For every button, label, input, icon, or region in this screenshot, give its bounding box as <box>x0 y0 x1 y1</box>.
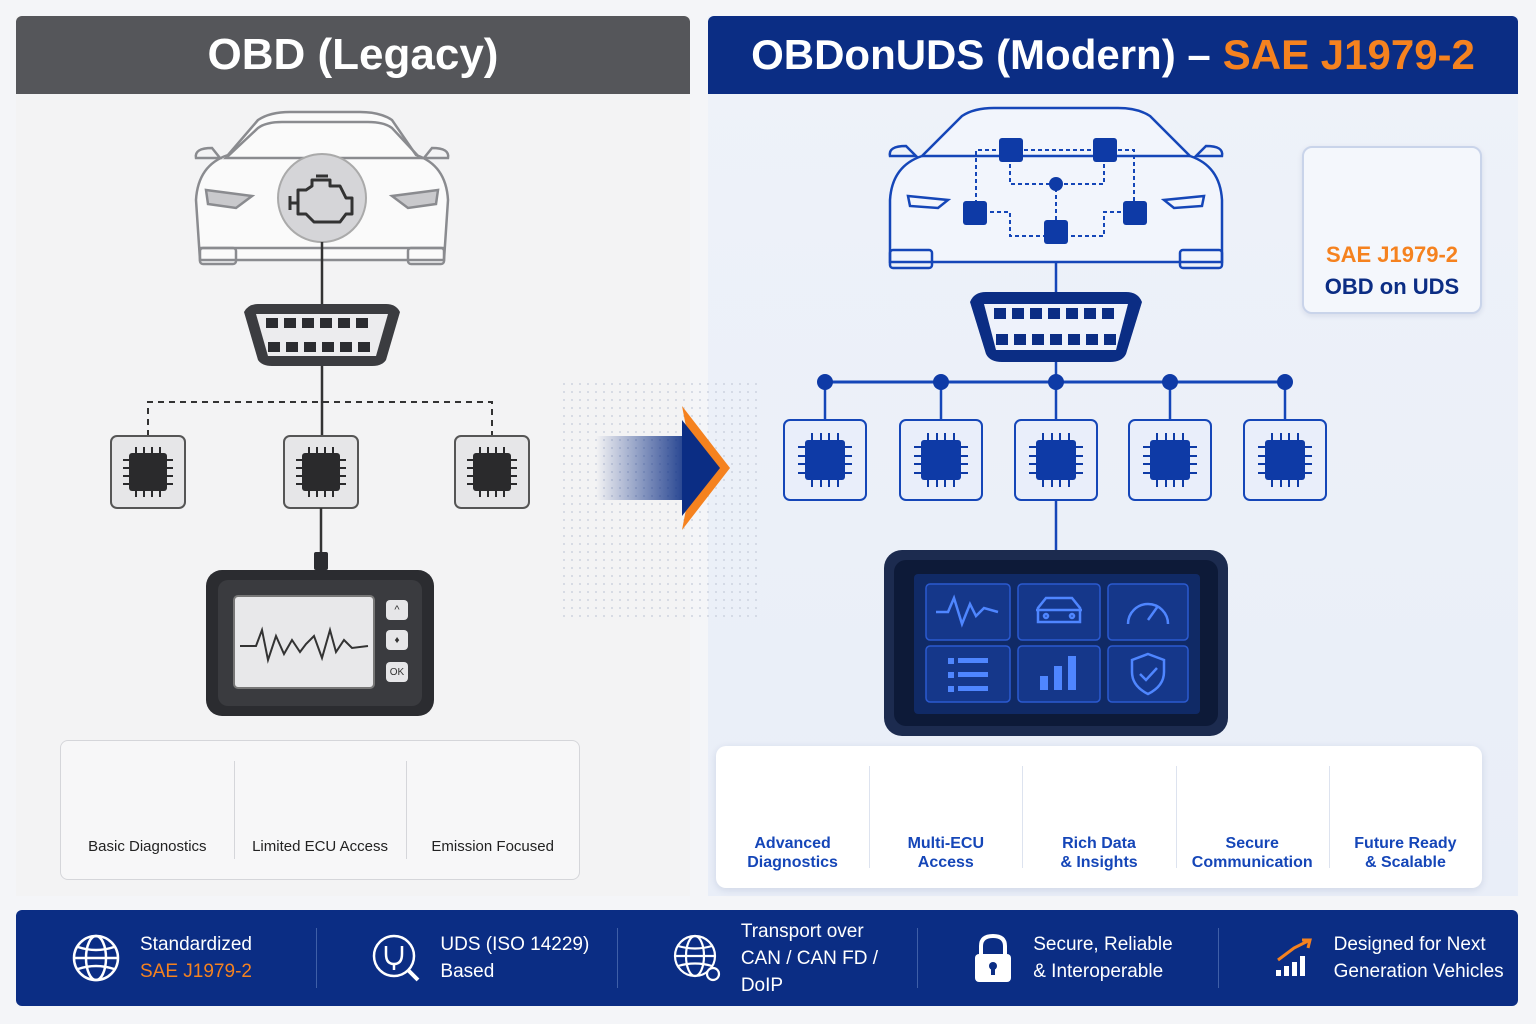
feature-advanced-diagnostics: Advanced Diagnostics <box>716 746 869 888</box>
footer-bar: Standardized SAE J1979-2 UDS (ISO 14229)… <box>16 910 1518 1006</box>
list-icon <box>948 658 988 692</box>
modern-features: Advanced Diagnostics Multi-ECU Access Ri… <box>716 746 1482 888</box>
feature-emission-focused: Emission Focused <box>406 741 579 879</box>
globe-icon <box>72 934 120 982</box>
footer-line-2: SAE J1979-2 <box>140 961 252 982</box>
footer-item-next-gen: Designed for Next Generation Vehicles <box>1217 910 1518 1006</box>
badge-line-2: OBD on UDS <box>1324 274 1460 299</box>
legacy-features: Basic Diagnostics Limited ECU Access Emi… <box>60 740 580 880</box>
feature-line-2: & Insights <box>1060 854 1138 871</box>
bar-chart-icon <box>1040 656 1076 690</box>
feature-label: Emission Focused <box>431 838 554 855</box>
footer-line-2: & Interoperable <box>1033 961 1164 982</box>
modern-ecu-chip-3 <box>1014 419 1098 501</box>
feature-multi-ecu-access: Multi-ECU Access <box>869 746 1022 888</box>
feature-line-2: Communication <box>1191 854 1313 871</box>
feature-limited-ecu-access: Limited ECU Access <box>233 741 407 879</box>
footer-item-secure: Secure, Reliable & Interoperable <box>917 910 1217 1006</box>
feature-line-1: Multi-ECU <box>907 835 985 852</box>
footer-item-transport: Transport over CAN / CAN FD / DoIP <box>616 910 917 1006</box>
stethoscope-icon <box>373 934 420 982</box>
feature-line-1: Advanced <box>754 835 831 852</box>
transition-arrow-icon <box>596 406 730 530</box>
footer-line-1: Transport over <box>740 920 864 942</box>
feature-rich-data: Rich Data & Insights <box>1022 746 1175 888</box>
pulse-icon <box>936 594 999 628</box>
footer-line-2: Generation Vehicles <box>1333 961 1504 982</box>
badge-line-1: SAE J1979-2 <box>1325 242 1459 267</box>
shield-check-icon <box>1130 652 1166 696</box>
modern-ecu-chip-1 <box>783 419 867 501</box>
legacy-ecu-chip-2 <box>283 435 359 509</box>
padlock-icon <box>975 933 1012 982</box>
footer-line-1: Designed for Next <box>1333 934 1486 955</box>
legacy-scan-tool <box>206 570 434 716</box>
feature-line-1: Secure <box>1225 835 1279 852</box>
feature-secure-communication: Secure Communication <box>1175 746 1329 888</box>
modern-title-accent: SAE J1979-2 <box>1222 31 1475 78</box>
footer-line-2: Based <box>440 961 495 982</box>
legacy-ecu-chip-1 <box>110 435 186 509</box>
modern-diagnostic-tablet <box>884 550 1228 736</box>
modern-header: OBDonUDS (Modern) – SAE J1979-2 <box>708 16 1518 94</box>
network-globe-icon <box>673 934 720 982</box>
feature-line-2: Access <box>917 854 974 871</box>
legacy-ecu-chip-3 <box>454 435 530 509</box>
scanner-button-up: ^ <box>394 604 400 616</box>
footer-item-standardized: Standardized SAE J1979-2 <box>16 910 316 1006</box>
footer-line-1: Secure, Reliable <box>1033 934 1173 955</box>
legacy-title: OBD (Legacy) <box>207 30 499 79</box>
footer-item-uds: UDS (ISO 14229) Based <box>316 910 616 1006</box>
feature-line-1: Rich Data <box>1062 835 1136 852</box>
footer-line-1: UDS (ISO 14229) <box>440 934 590 955</box>
sae-badge: SAE J1979-2 OBD on UDS <box>1302 146 1482 314</box>
growth-chart-icon <box>1275 938 1312 976</box>
waveform-icon <box>240 626 369 664</box>
footer-line-2: CAN / CAN FD / DoIP <box>740 947 879 996</box>
footer-line-1: Standardized <box>140 934 252 955</box>
feature-future-ready: Future Ready & Scalable <box>1328 746 1482 888</box>
engine-icon <box>288 174 354 224</box>
feature-line-2: Diagnostics <box>747 854 838 871</box>
scanner-button-mid: ♦ <box>394 635 400 646</box>
feature-line-1: Future Ready <box>1354 835 1457 852</box>
modern-title: OBDonUDS (Modern) – <box>751 31 1211 78</box>
modern-ecu-chip-4 <box>1128 419 1212 501</box>
speedometer-icon <box>1126 602 1170 625</box>
legacy-header: OBD (Legacy) <box>16 16 690 94</box>
modern-ecu-chip-2 <box>899 419 983 501</box>
scanner-button-ok: OK <box>389 667 405 678</box>
modern-ecu-chip-5 <box>1243 419 1327 501</box>
car-front-icon <box>1036 596 1082 624</box>
legacy-obd-connector-icon <box>244 304 400 366</box>
feature-label: Limited ECU Access <box>252 838 388 855</box>
feature-basic-diagnostics: Basic Diagnostics <box>61 741 234 879</box>
feature-label: Basic Diagnostics <box>88 838 207 855</box>
feature-line-2: & Scalable <box>1364 854 1446 871</box>
modern-obd-connector-icon <box>970 292 1142 362</box>
